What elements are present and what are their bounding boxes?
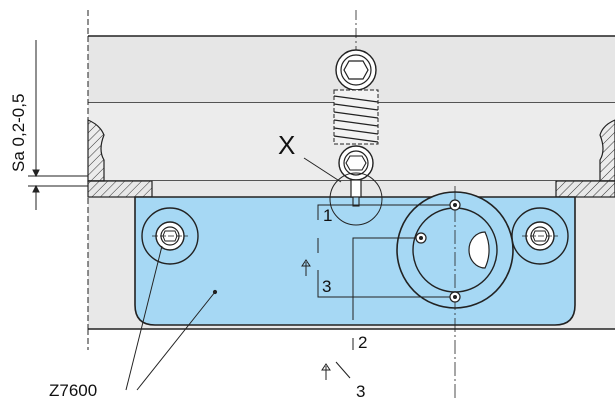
up-arrow-icon <box>301 259 311 276</box>
round-insert <box>396 186 514 401</box>
part-label: Z7600 <box>49 381 97 400</box>
spring-screw-assembly <box>333 10 379 207</box>
dimension-label: Sa 0,2-0,5 <box>9 94 28 172</box>
dimension-gap <box>28 40 88 210</box>
left-bolt <box>141 207 199 265</box>
callout-leaders <box>317 204 450 379</box>
right-bolt <box>511 207 569 265</box>
detail-x-label: X <box>278 130 295 160</box>
detail-x-circle <box>329 172 383 226</box>
detail-x-leader <box>303 157 342 183</box>
up-arrow-icon-bottom <box>321 363 331 380</box>
right-hatched-section <box>555 119 615 198</box>
left-hatched-section <box>87 119 153 198</box>
part-leaders <box>125 245 218 391</box>
callout-3-top: 3 <box>322 277 331 296</box>
callout-3-bottom: 3 <box>356 382 365 401</box>
callout-2: 2 <box>358 333 367 352</box>
callout-1: 1 <box>323 206 332 225</box>
